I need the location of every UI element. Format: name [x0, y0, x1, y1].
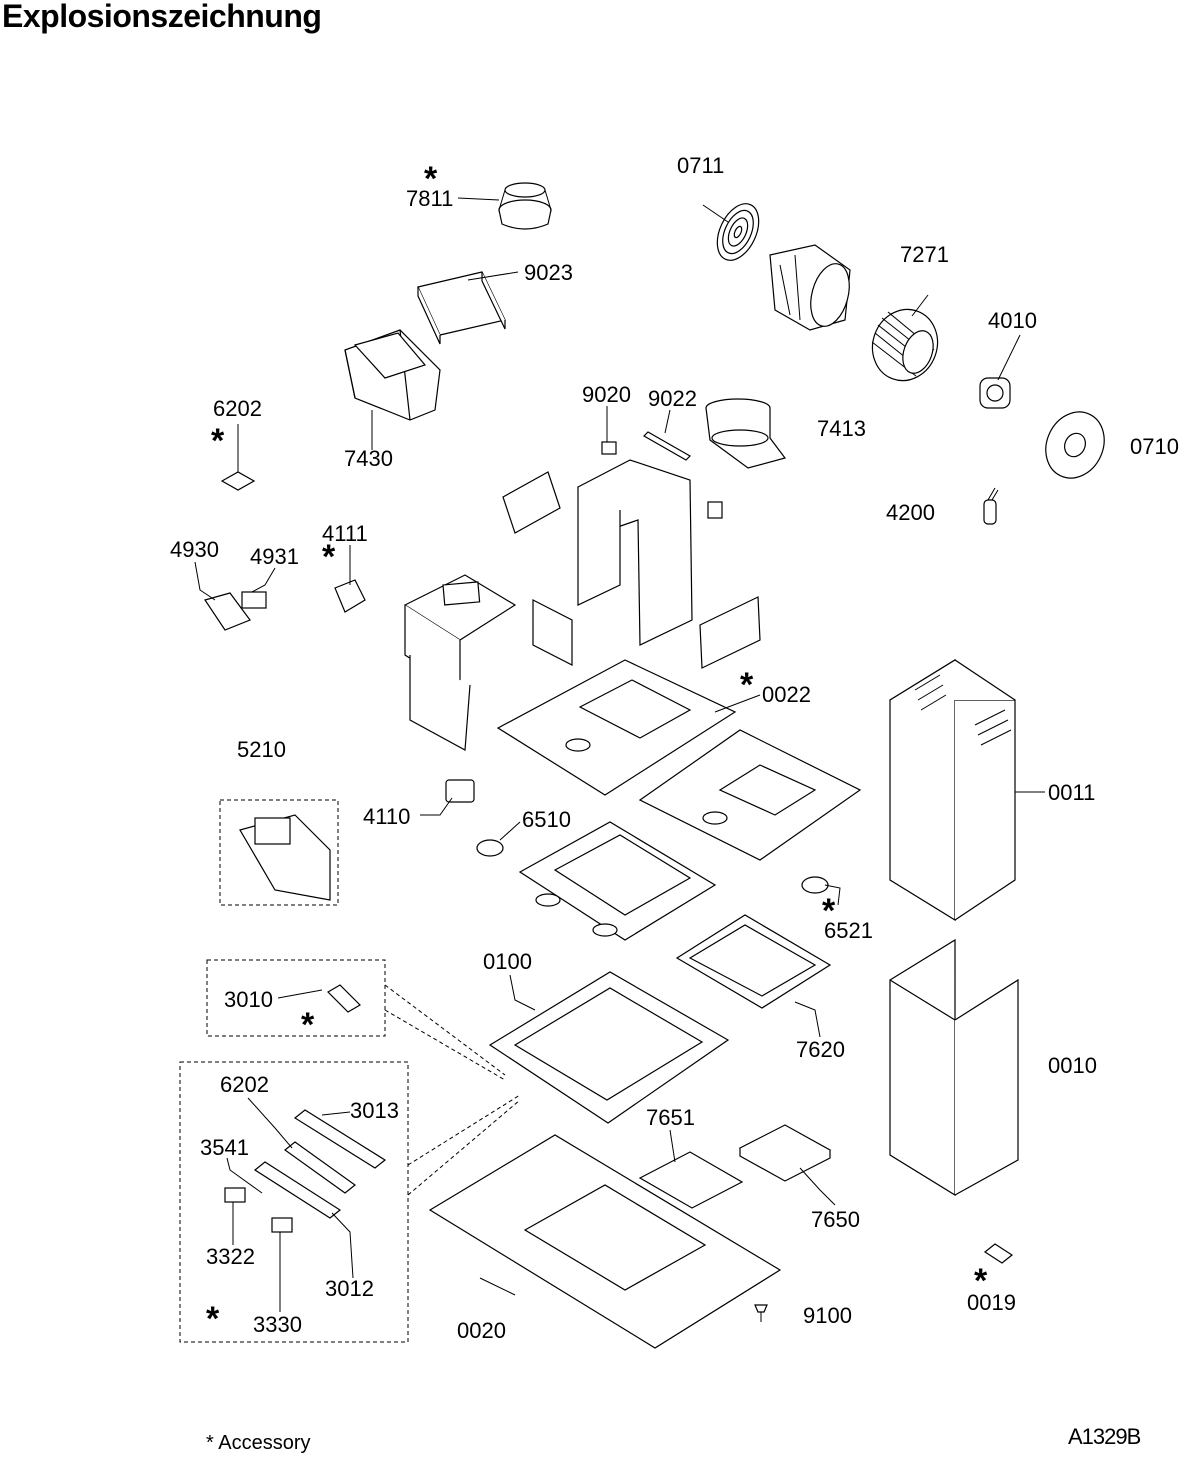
part-label: 9100: [803, 1303, 852, 1328]
back-plate-drawing: [1045, 411, 1105, 479]
part-label: 9020: [582, 382, 631, 407]
control-panel-drawing: [224, 1109, 387, 1233]
switch-detail-frame: [206, 959, 386, 1037]
part-label: 0022: [762, 682, 811, 707]
switch-module-drawing: [327, 984, 361, 1013]
middle-plate-drawing: [638, 729, 862, 861]
accessory-marker: *: [740, 666, 754, 704]
part-label: 6202: [213, 396, 262, 421]
accessory-legend-note: * Accessory: [206, 1432, 311, 1454]
part-label: 0100: [483, 949, 532, 974]
bracket-drawing: [417, 271, 506, 345]
part-label: 5210: [237, 737, 286, 762]
part-label: 7430: [344, 446, 393, 471]
part-label: 0020: [457, 1318, 506, 1343]
accessory-marker: *: [424, 160, 438, 198]
part-label: 7811: [406, 186, 453, 211]
clips-drawing: [601, 431, 723, 519]
part-label: 6510: [522, 807, 571, 832]
part-label: 6521: [824, 918, 873, 943]
control-panel-detail-frame: [179, 1061, 409, 1343]
part-label: 0711: [677, 153, 724, 178]
part-labels: 7811 0711 9023 7271 4010 6202 7430 9020 …: [170, 153, 1179, 1343]
frame-panels-drawing: [502, 459, 761, 669]
part-label: 3330: [253, 1312, 302, 1337]
part-label: 0010: [1048, 1053, 1097, 1078]
fan-wheel-drawing: [871, 308, 939, 382]
part-label: 4110: [363, 804, 410, 829]
capacitor-drawing: [983, 487, 999, 525]
part-label: 4111: [322, 521, 368, 546]
screw-drawing: [754, 1304, 768, 1322]
grille-drawing: [716, 203, 760, 261]
front-frame-drawing: [488, 971, 730, 1124]
part-label: 0710: [1130, 434, 1179, 459]
accessory-marker: *: [206, 1300, 220, 1338]
part-label: 7620: [796, 1037, 845, 1062]
spigot-drawing: [705, 398, 787, 469]
lamp-sockets-drawing: [476, 839, 829, 894]
motor-drawing: [979, 377, 1011, 409]
part-label: 4200: [886, 500, 935, 525]
bottom-plate-drawing: [428, 1134, 782, 1349]
part-drawings: [179, 182, 1105, 1349]
grease-filter-drawing: [675, 914, 832, 1009]
part-label: 4931: [250, 544, 299, 569]
accessory-marker: *: [322, 538, 336, 576]
accessory-marker: *: [974, 1262, 988, 1300]
top-plate-drawing: [496, 659, 737, 796]
part-label: 0019: [967, 1290, 1016, 1315]
part-label: 0011: [1048, 780, 1095, 805]
part-label: 6202: [220, 1072, 269, 1097]
housing-drawing: [403, 574, 517, 751]
small-pad-drawing: [220, 471, 256, 491]
accessory-marker: *: [822, 892, 836, 930]
part-label: 3012: [325, 1276, 374, 1301]
page-title: Explosionszeichnung: [2, 0, 322, 34]
label-plate-drawing: [983, 1243, 1014, 1264]
part-label: 3541: [200, 1135, 249, 1160]
accessory-markers: * * * * * * * *: [206, 160, 988, 1338]
part-label: 4010: [988, 308, 1037, 333]
part-label: 9023: [524, 260, 573, 285]
electronics-drawing: [204, 579, 366, 631]
accessory-marker: *: [301, 1006, 315, 1044]
upper-chimney-drawing: [889, 658, 1016, 922]
filter-frame-drawing: [518, 821, 717, 941]
part-label: 3322: [206, 1244, 255, 1269]
part-label: 3013: [350, 1098, 399, 1123]
air-duct-drawing: [344, 329, 441, 421]
collar-ring-drawing: [498, 182, 552, 230]
part-label: 9022: [648, 386, 697, 411]
document-code: A1329B: [1068, 1424, 1141, 1449]
switch-drawing: [445, 779, 475, 803]
part-label: 7413: [817, 416, 866, 441]
accessory-marker: *: [211, 422, 225, 460]
pcb-detail-frame: [219, 799, 339, 906]
part-label: 7651: [646, 1105, 695, 1130]
part-label: 3010: [224, 987, 273, 1012]
motor-housing-drawing: [769, 244, 851, 331]
part-label: 7271: [900, 242, 949, 267]
lower-chimney-drawing: [889, 938, 1019, 1197]
pcb-drawing: [239, 814, 331, 901]
leader-lines: [194, 197, 1045, 1312]
carbon-filter-drawing: [638, 1124, 832, 1209]
part-label: 4930: [170, 537, 219, 562]
part-label: 7650: [811, 1207, 860, 1232]
